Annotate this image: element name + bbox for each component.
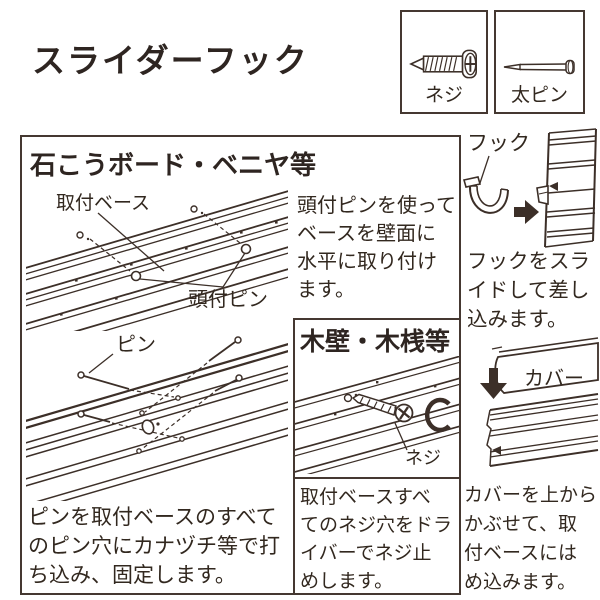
wood-panel-divider <box>295 477 459 479</box>
wood-panel: 木壁・木桟等 ネ <box>293 318 461 595</box>
part-box-screw: ネジ <box>400 10 488 114</box>
thick-pin-icon <box>503 59 575 75</box>
board-panel-heading: 石こうボード・ベニヤ等 <box>30 151 317 181</box>
wood-panel-heading: 木壁・木桟等 <box>300 327 451 356</box>
screw-label: ネジ <box>405 448 441 469</box>
part-box-thick-pin: 太ピン <box>494 10 585 114</box>
board-caption: ピンを取付ベースのすべて のピン穴にカナヅチ等で打 ち込み、固定します。 <box>28 505 280 587</box>
base-label: 取付ベース <box>56 192 150 214</box>
cover-caption: カバーを上から かぶせて、取 付ベースには め込みます。 <box>464 484 598 593</box>
pin-hammer-diagram: ピン <box>26 333 288 501</box>
wood-caption: 取付ベースすべ てのネジ穴をドラ イバーでネジ止 めします。 <box>300 486 453 592</box>
cover-fit-diagram: カバー <box>480 337 599 467</box>
right-arrow-icon <box>514 200 539 224</box>
thick-pin-part-label: 太ピン <box>510 84 568 106</box>
hook-label: フック <box>467 131 530 155</box>
headed-pin-label: 頭付ピン <box>188 287 268 311</box>
cover-label: カバー <box>524 366 584 390</box>
screw-driving-diagram: ネジ <box>295 356 459 474</box>
board-instruction: 頭付ピンを使って ベースを壁面に 水平に取り付け ます。 <box>297 193 456 301</box>
hook-caption: フックをスラ イドして差し 込みます。 <box>467 249 590 331</box>
down-arrow-icon <box>480 368 507 399</box>
base-headed-pin-diagram: 取付ベース 頭付ピン <box>26 190 288 331</box>
screw-icon <box>409 49 477 79</box>
hook-slide-diagram: フック <box>462 128 597 248</box>
screw-part-label: ネジ <box>424 84 463 106</box>
pin-label: ピン <box>116 333 156 356</box>
page-title: スライダーフック <box>32 41 309 80</box>
